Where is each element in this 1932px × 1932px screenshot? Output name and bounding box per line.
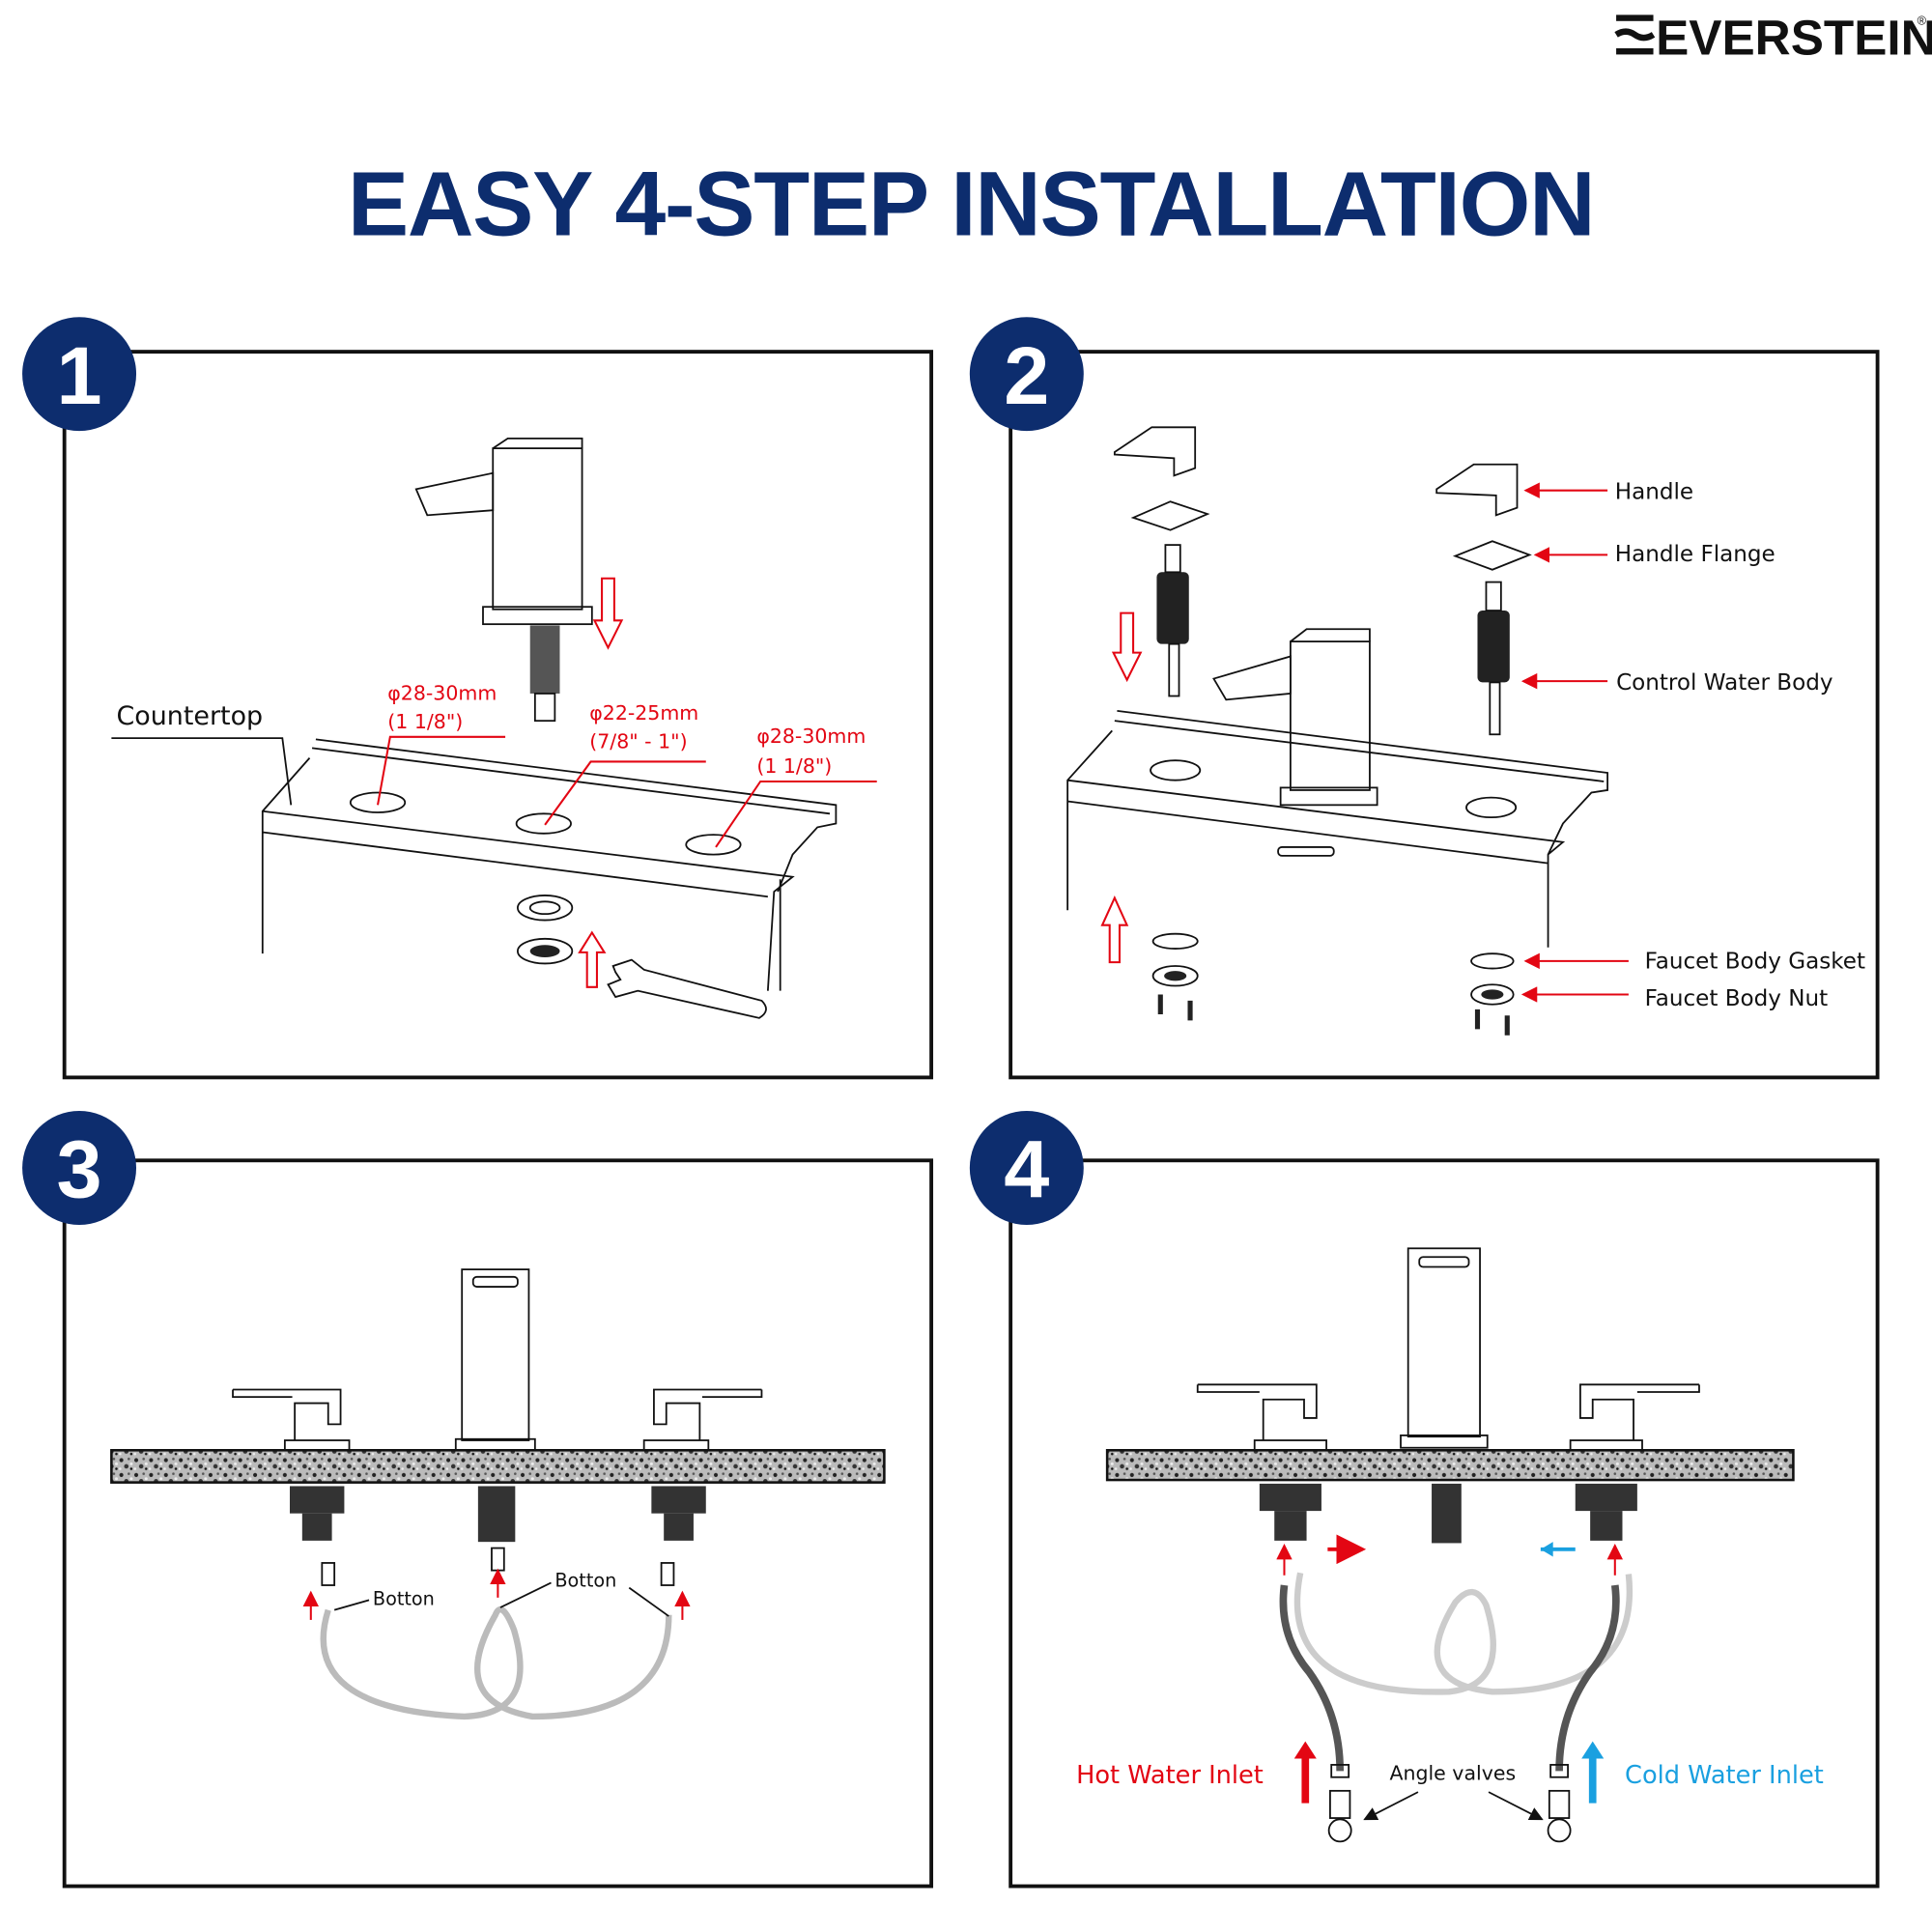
down-arrow-icon: [592, 577, 624, 650]
countertop-section: [110, 1449, 886, 1484]
down-arrow-icon: [1111, 611, 1143, 683]
up-arrow-icon: [578, 930, 607, 988]
angle-valves-label: Angle valves: [1389, 1761, 1516, 1784]
step-1-badge: 1: [22, 317, 137, 432]
page-title: EASY 4-STEP INSTALLATION: [348, 154, 1594, 256]
angle-valve-right: [1547, 1764, 1572, 1843]
step-4-number: 4: [1004, 1123, 1049, 1215]
cold-inlet-arrow-icon: [1581, 1741, 1605, 1804]
step-3-badge: 3: [22, 1111, 137, 1225]
up-arrow-icon: [1100, 895, 1129, 964]
step-3-panel: Botton Botton: [62, 1158, 934, 1889]
right-handle-assembly: [1435, 463, 1532, 736]
botton-label-right: Botton: [554, 1569, 616, 1591]
botton-label-left: Botton: [373, 1588, 435, 1610]
step-4-badge: 4: [969, 1111, 1084, 1225]
step-2-panel: Handle Handle Flange Control Water Body …: [1009, 350, 1880, 1080]
handle-flange-label: Handle Flange: [1615, 542, 1776, 567]
faucet-body-nut-label: Faucet Body Nut: [1645, 986, 1829, 1011]
step-3-number: 3: [57, 1123, 102, 1215]
angle-valve-left: [1327, 1764, 1352, 1843]
countertop-drawing: [261, 738, 838, 991]
brand-logo: EVERSTEIN ®: [1614, 10, 1932, 65]
hole-left-inch: (1 1/8"): [387, 710, 463, 733]
step-1-panel: Countertop φ28-30mm (1 1/8") φ22-25mm (7…: [62, 350, 934, 1080]
hole-right-inch: (1 1/8"): [756, 754, 832, 778]
left-handle-assembly: [1113, 426, 1210, 697]
hose-drawing: [320, 1605, 672, 1720]
supply-hose-drawing: [1279, 1584, 1620, 1772]
gasket-nut-drawing: [517, 895, 574, 965]
step-1-number: 1: [57, 329, 102, 421]
handle-label: Handle: [1615, 480, 1693, 505]
hole-left-size: φ28-30mm: [387, 681, 497, 704]
hole-right-size: φ28-30mm: [756, 724, 866, 748]
logo-text: EVERSTEIN: [1656, 10, 1932, 65]
hole-center-size: φ22-25mm: [589, 701, 698, 724]
step-4-panel: Hot Water Inlet Angle valves Cold Water …: [1009, 1158, 1880, 1889]
logo-mark-icon: [1614, 14, 1656, 55]
step-2-badge: 2: [969, 317, 1084, 432]
hole-center-inch: (7/8" - 1"): [589, 729, 687, 753]
installed-faucet: [232, 1268, 763, 1586]
registered-mark: ®: [1918, 14, 1927, 28]
faucet-body-drawing: [1212, 628, 1378, 807]
faucet-body-gasket-label: Faucet Body Gasket: [1645, 950, 1865, 975]
faucet-spout-drawing: [414, 437, 593, 723]
hot-inlet-arrow-icon: [1293, 1741, 1317, 1804]
hot-water-inlet-label: Hot Water Inlet: [1076, 1761, 1264, 1790]
countertop-section: [1105, 1449, 1795, 1482]
wrench-icon: [607, 958, 767, 1019]
step-2-number: 2: [1004, 329, 1049, 421]
hose-drawing: [1293, 1572, 1634, 1695]
cold-water-inlet-label: Cold Water Inlet: [1625, 1761, 1824, 1790]
control-water-body-label: Control Water Body: [1616, 670, 1833, 696]
installed-faucet: [1196, 1247, 1700, 1544]
countertop-label: Countertop: [117, 701, 264, 731]
